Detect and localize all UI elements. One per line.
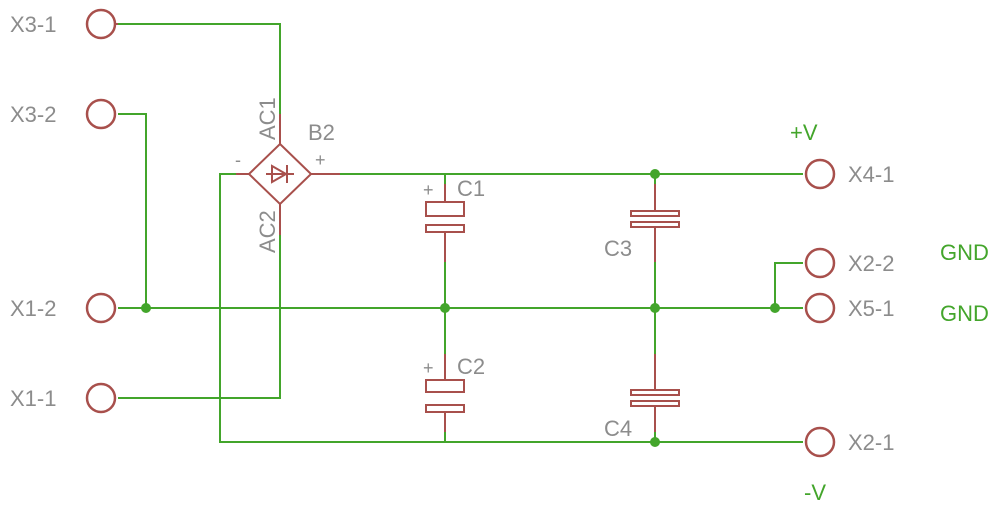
label-x1-2: X1-2 bbox=[10, 296, 56, 321]
capacitor-c2[interactable] bbox=[425, 354, 465, 432]
wires bbox=[118, 23, 803, 443]
junction-x1-2 bbox=[141, 303, 151, 313]
c4-plate-top bbox=[630, 389, 680, 396]
c3-plate-top bbox=[630, 210, 680, 217]
wire-x3-1-ac1 bbox=[118, 23, 281, 114]
junctions bbox=[141, 169, 780, 447]
label-x2-1: X2-1 bbox=[848, 430, 894, 455]
label-c2-plus: + bbox=[423, 358, 434, 378]
label-x1-1: X1-1 bbox=[10, 386, 56, 411]
label-net-gnd-top: GND bbox=[940, 240, 989, 265]
label-bridge: B2 bbox=[308, 120, 335, 145]
labels: X3-1 X3-2 X1-2 X1-1 X4-1 X2-2 X5-1 X2-1 … bbox=[10, 12, 989, 505]
label-bridge-plus: + bbox=[315, 150, 326, 170]
wire-x3-2 bbox=[118, 113, 147, 308]
junction-c3-c4 bbox=[650, 303, 660, 313]
label-c4: C4 bbox=[604, 416, 632, 441]
pad-x5-1[interactable] bbox=[804, 292, 836, 324]
wire-x2-2-gnd bbox=[774, 262, 803, 308]
capacitor-c1[interactable] bbox=[425, 184, 465, 262]
label-c2: C2 bbox=[457, 354, 485, 379]
pad-x3-1[interactable] bbox=[85, 8, 117, 40]
label-ac1: AC1 bbox=[255, 97, 280, 140]
connector-pads bbox=[85, 8, 836, 458]
c3-plate-bottom bbox=[630, 221, 680, 228]
pad-x2-2[interactable] bbox=[804, 247, 836, 279]
pad-x3-2[interactable] bbox=[85, 98, 117, 130]
wire-x1-1-ac2 bbox=[118, 235, 281, 399]
label-x2-2: X2-2 bbox=[848, 251, 894, 276]
c1-plate-positive bbox=[425, 201, 465, 217]
junction-x2-2 bbox=[770, 303, 780, 313]
label-ac2: AC2 bbox=[255, 210, 280, 253]
c2-plate-negative bbox=[425, 404, 465, 413]
label-bridge-minus: - bbox=[235, 150, 241, 170]
junction-c1-c2 bbox=[440, 303, 450, 313]
junction-neg-c4 bbox=[650, 437, 660, 447]
label-net-neg: -V bbox=[804, 480, 826, 505]
label-net-gnd-bottom: GND bbox=[940, 301, 989, 326]
c4-plate-bottom bbox=[630, 400, 680, 407]
label-x3-1: X3-1 bbox=[10, 12, 56, 37]
pad-x4-1[interactable] bbox=[804, 158, 836, 190]
junction-pos-c3 bbox=[650, 169, 660, 179]
wire-minus-rail bbox=[219, 173, 803, 443]
pad-x1-2[interactable] bbox=[85, 292, 117, 324]
capacitor-c4[interactable] bbox=[630, 354, 680, 432]
label-c3: C3 bbox=[604, 236, 632, 261]
diode-icon bbox=[271, 164, 289, 184]
label-x5-1: X5-1 bbox=[848, 296, 894, 321]
pad-x1-1[interactable] bbox=[85, 382, 117, 414]
label-c1-plus: + bbox=[423, 180, 434, 200]
label-net-pos: +V bbox=[790, 120, 818, 145]
pad-x2-1[interactable] bbox=[804, 426, 836, 458]
label-x3-2: X3-2 bbox=[10, 102, 56, 127]
c1-plate-negative bbox=[425, 224, 465, 233]
bridge-rectifier[interactable] bbox=[236, 114, 340, 235]
label-c1: C1 bbox=[457, 176, 485, 201]
capacitor-c3[interactable] bbox=[630, 184, 680, 262]
c2-plate-positive bbox=[425, 379, 465, 393]
label-x4-1: X4-1 bbox=[848, 162, 894, 187]
